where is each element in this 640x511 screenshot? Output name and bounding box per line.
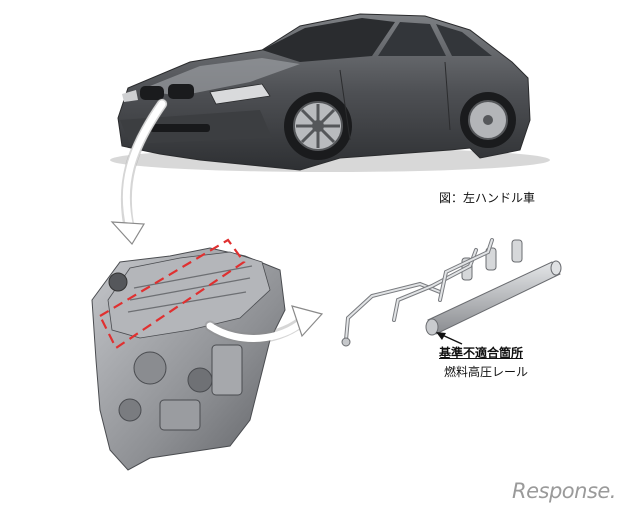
response-watermark: Response. — [512, 479, 616, 503]
fuel-rail-illustration — [342, 240, 561, 346]
defect-location-label: 基準不適合箇所 — [439, 344, 523, 361]
part-name-label: 燃料高圧レール — [444, 363, 528, 380]
figure-caption: 図：左ハンドル車 — [439, 189, 535, 206]
car-illustration — [110, 14, 550, 172]
engine-illustration — [92, 248, 285, 470]
